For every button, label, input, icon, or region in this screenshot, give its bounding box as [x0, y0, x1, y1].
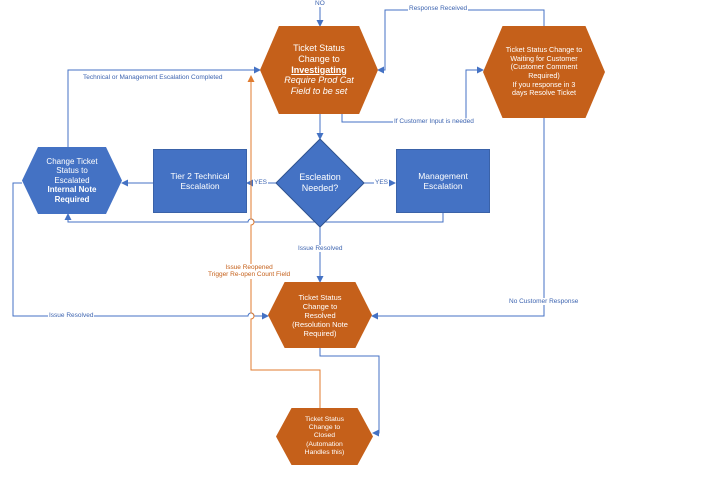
label-issue-reopened-line-2: Trigger Re-open Count Field	[208, 271, 291, 279]
management-line-2: Escalation	[423, 181, 463, 191]
arrow-escalation-completed	[67, 66, 261, 147]
label-issue-resolved-center: Issue Resolved	[297, 245, 344, 253]
closed-line-5: Handles this)	[304, 448, 345, 456]
decision-line-2: Needed?	[301, 183, 339, 193]
resolved-line-1: Ticket Status	[298, 292, 342, 302]
management-escalation-node: Management Escalation	[396, 149, 490, 213]
tier2-line-1: Tier 2 Technical	[170, 170, 230, 181]
waiting-line-3: (Customer Comment	[510, 62, 578, 72]
escalated-line-2: Status to	[56, 166, 88, 176]
arrow-issue-reopened	[247, 75, 321, 408]
resolved-node: Ticket Status Change to Resolved (Resolu…	[268, 282, 372, 348]
label-customer-input: If Customer Input is needed	[393, 118, 475, 126]
decision-node: Escleation Needed?	[286, 163, 354, 203]
label-yes-left: YES	[253, 179, 269, 187]
investigating-line-1: Ticket Status	[293, 43, 345, 53]
label-issue-resolved-left: Issue Resolved	[48, 312, 95, 320]
arrow-no-customer-response	[371, 118, 545, 320]
label-escalation-completed: Technical or Management Escalation Compl…	[82, 74, 224, 82]
label-no: NO	[314, 0, 326, 8]
escalated-line-3: Escalated	[54, 175, 90, 185]
label-no-customer-response: No Customer Response	[508, 298, 580, 306]
arrow-resolved-to-closed	[319, 348, 380, 437]
investigating-line-4: Require Prod Cat	[284, 75, 354, 86]
tier2-escalation-node: Tier 2 Technical Escalation	[153, 149, 247, 213]
closed-line-1: Ticket Status	[304, 416, 345, 424]
arrow-management-to-escalated	[64, 213, 444, 223]
escalated-line-1: Change Ticket	[46, 156, 98, 166]
investigating-node: Ticket Status Change to Investigating Re…	[260, 26, 378, 114]
escalated-node: Change Ticket Status to Escalated Intern…	[22, 147, 122, 214]
resolved-line-2: Change to	[302, 301, 338, 311]
escalated-line-4: Internal Note	[47, 185, 97, 195]
escalated-line-5: Required	[54, 194, 90, 204]
label-issue-reopened: Issue Reopened Trigger Re-open Count Fie…	[207, 264, 292, 279]
label-yes-right: YES	[374, 179, 390, 187]
resolved-line-3: Resolved	[304, 310, 336, 320]
waiting-line-1: Ticket Status Change to	[505, 45, 583, 55]
resolved-line-5: Required)	[303, 328, 337, 338]
investigating-line-5: Field to be set	[290, 86, 348, 97]
closed-line-3: Closed	[313, 432, 336, 440]
tier2-line-2: Escalation	[180, 181, 220, 191]
label-issue-reopened-line-1: Issue Reopened	[225, 264, 273, 271]
investigating-line-2: Change to	[298, 53, 340, 64]
arrow-response-received	[377, 9, 545, 74]
waiting-for-customer-node: Ticket Status Change to Waiting for Cust…	[483, 26, 605, 118]
waiting-line-5: If you response in 3	[512, 79, 576, 89]
closed-line-4: (Automation	[306, 440, 343, 448]
resolved-line-4: (Resolution Note	[292, 319, 348, 329]
decision-diamond	[275, 138, 365, 228]
management-line-1: Management	[418, 170, 468, 181]
waiting-line-6: days Resolve Ticket	[512, 88, 576, 98]
label-response-received: Response Received	[408, 5, 469, 13]
decision-line-1: Escleation	[299, 171, 341, 182]
closed-node: Ticket Status Change to Closed (Automati…	[276, 408, 373, 465]
waiting-line-2: Waiting for Customer	[510, 53, 578, 63]
closed-line-2: Change to	[308, 424, 341, 432]
waiting-line-4: Required)	[528, 71, 560, 80]
investigating-line-3: Investigating	[291, 64, 347, 75]
